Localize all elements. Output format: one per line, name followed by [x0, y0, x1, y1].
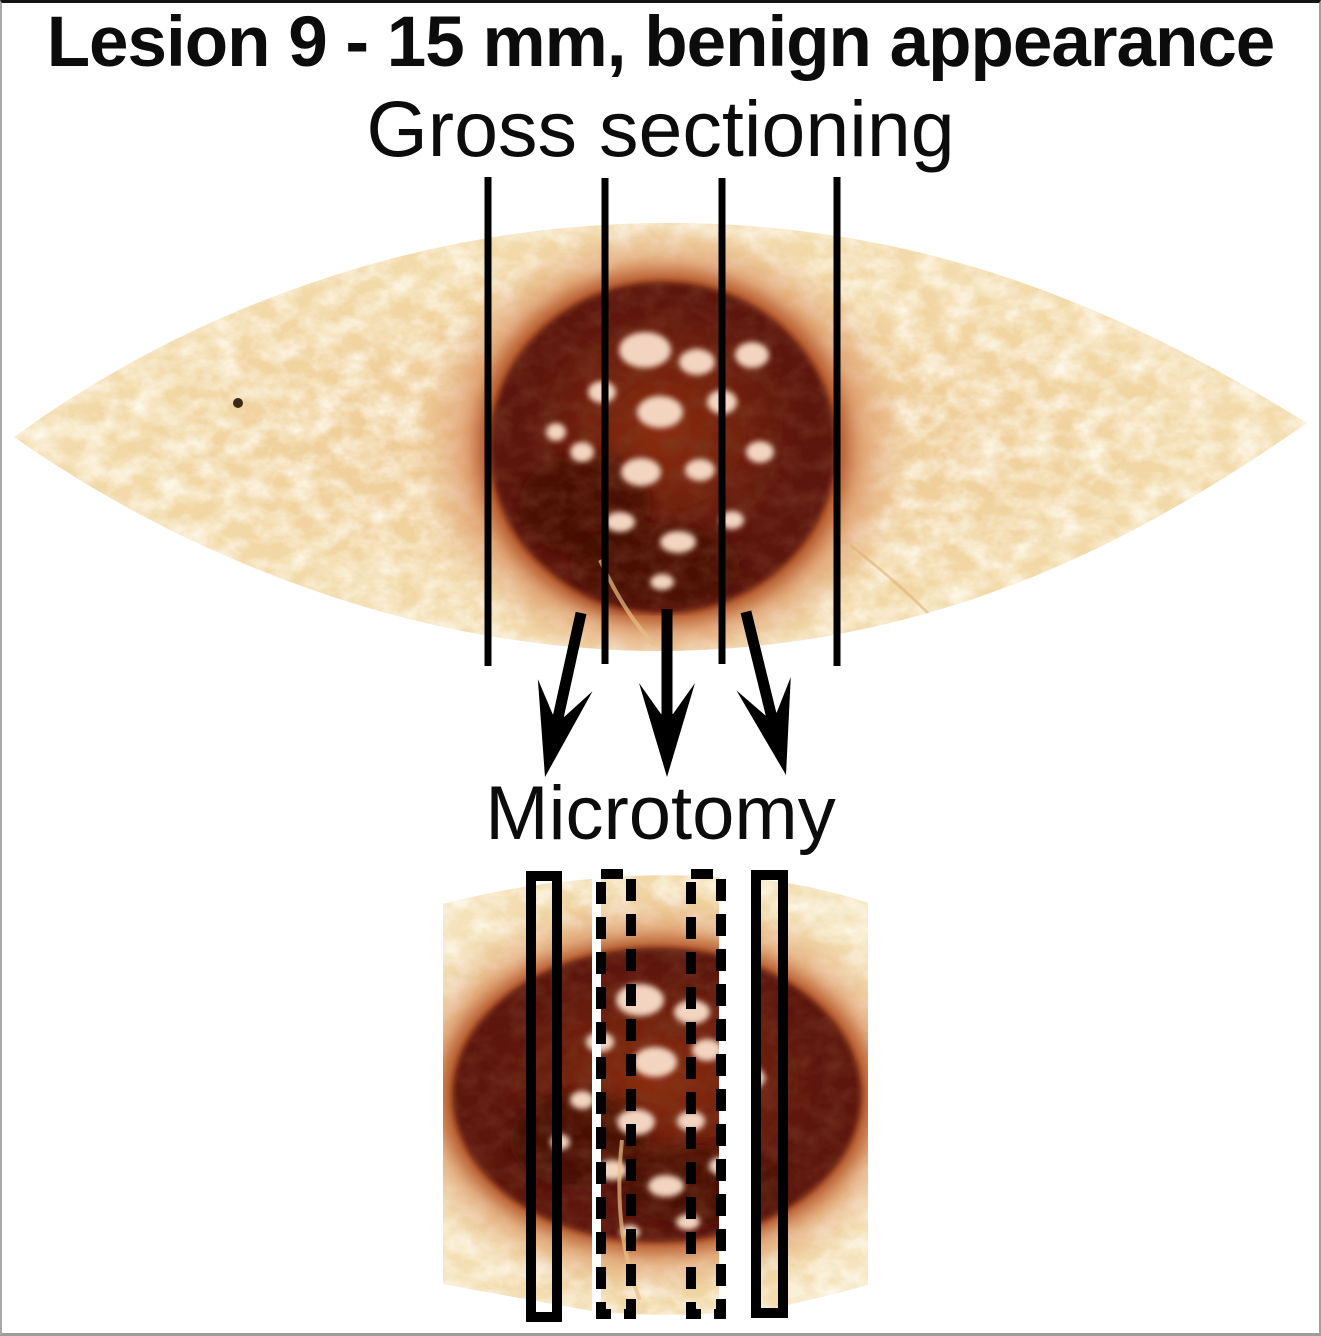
gross-lesion	[233, 247, 932, 647]
gross-specimen	[14, 223, 1307, 651]
figure-title: Lesion 9 - 15 mm, benign appearance	[46, 3, 1276, 82]
lesion-highlights	[546, 332, 774, 590]
section-lines	[484, 177, 841, 666]
slide-frame-dashed-right	[686, 869, 726, 1319]
slide-frames	[526, 869, 788, 1322]
section-line-3	[718, 178, 726, 664]
slide-frame-dashed-left	[596, 869, 636, 1319]
slide-frame-solid-right	[751, 870, 788, 1318]
section-line-1	[484, 177, 492, 666]
skin-speck	[233, 398, 243, 408]
section-line-4	[833, 177, 841, 666]
microtomy-strips	[415, 855, 899, 1330]
section-line-2	[601, 178, 609, 664]
hair-strand	[849, 543, 932, 617]
slide-frame-solid-left	[526, 871, 562, 1322]
microtomy-label: Microtomy	[485, 771, 836, 856]
gross-sectioning-label: Gross sectioning	[366, 84, 955, 173]
